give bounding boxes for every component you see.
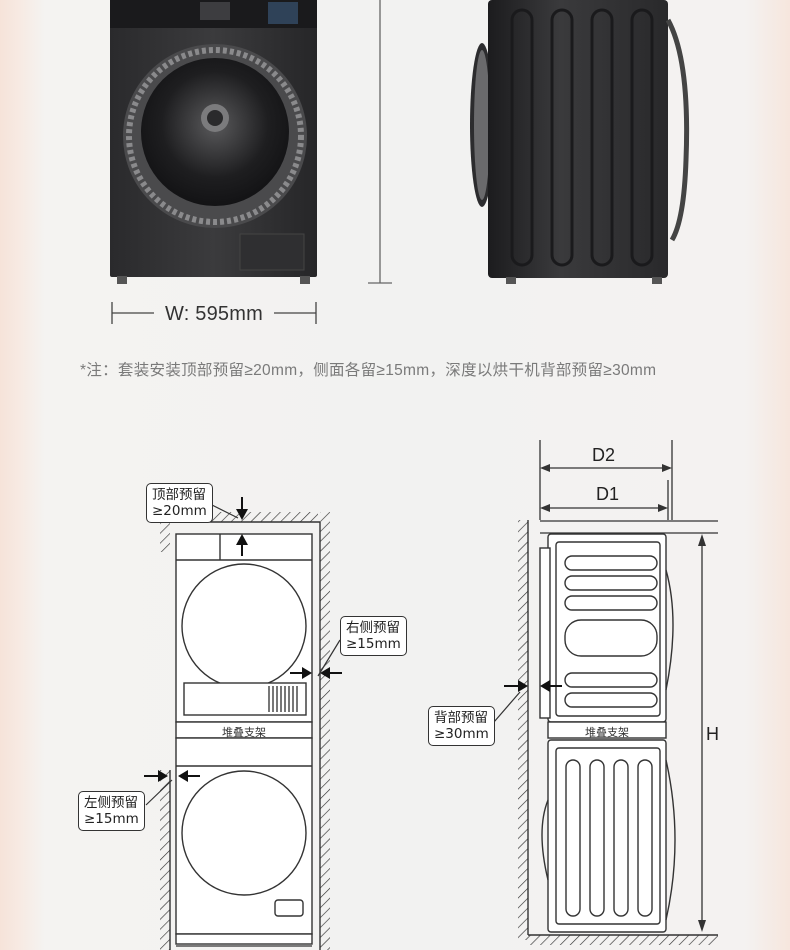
left-clearance-value: ≥15mm (84, 811, 139, 827)
top-clearance-value: ≥20mm (152, 503, 207, 519)
depth-dimensions (539, 440, 718, 534)
left-clearance-arrows (144, 770, 200, 782)
washer-photos (110, 0, 690, 284)
width-label: W: 595mm (165, 303, 263, 325)
installation-note: *注：套装安装顶部预留≥20mm，侧面各留≥15mm，深度以烘干机背部预留≥30… (80, 362, 657, 379)
washer-front-outline (175, 737, 313, 945)
top-clearance-title: 顶部预留 (152, 487, 206, 503)
d1-label: D1 (596, 484, 620, 504)
right-clearance-arrows (290, 667, 342, 679)
right-clearance-title: 右侧预留 (346, 620, 400, 636)
stacking-shelf-side (547, 721, 667, 739)
d2-label: D2 (592, 445, 616, 465)
dryer-side (539, 533, 674, 723)
height-dimension (698, 534, 706, 932)
back-clearance-callout: 背部预留 ≥30mm (428, 706, 495, 746)
washer-side-image (470, 0, 690, 284)
top-clearance-callout: 顶部预留 ≥20mm (146, 483, 213, 523)
back-clearance-value: ≥30mm (434, 726, 489, 742)
washer-side-outline (541, 739, 676, 933)
washer-front-image (110, 0, 317, 284)
top-clearance-arrows (236, 497, 248, 556)
dryer-front (175, 533, 313, 723)
right-clearance-value: ≥15mm (346, 636, 401, 652)
width-dimension: W: 595mm (110, 300, 318, 328)
back-clearance-title: 背部预留 (434, 710, 488, 726)
side-walls (518, 520, 718, 945)
left-clearance-callout: 左侧预留 ≥15mm (78, 791, 145, 831)
h-label: H (706, 724, 719, 744)
back-clearance-arrows (504, 680, 562, 692)
right-clearance-callout: 右侧预留 ≥15mm (340, 616, 407, 656)
side-shelf-label: 堆叠支架 (585, 726, 629, 739)
left-clearance-title: 左侧预留 (84, 795, 138, 811)
front-shelf-label: 堆叠支架 (222, 726, 266, 739)
